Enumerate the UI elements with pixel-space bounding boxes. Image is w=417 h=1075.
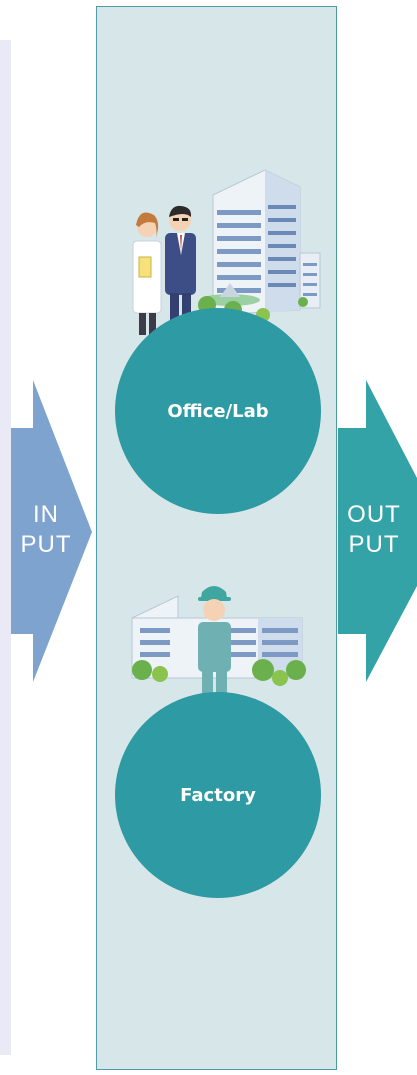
input-arrow-label: IN PUT [14,500,78,560]
factory-circle: Factory [115,692,321,898]
input-label-line1: IN [33,501,59,528]
left-side-panel [0,40,11,1055]
office-lab-label: Office/Lab [167,400,269,422]
factory-label: Factory [180,784,256,806]
output-arrow-label: OUT PUT [338,500,410,560]
factory-illustration [131,586,306,715]
output-label-line1: OUT [347,501,401,528]
output-label-line2: PUT [348,531,400,558]
input-label-line2: PUT [20,531,72,558]
office-lab-illustration [132,169,321,335]
office-lab-circle: Office/Lab [115,308,321,514]
